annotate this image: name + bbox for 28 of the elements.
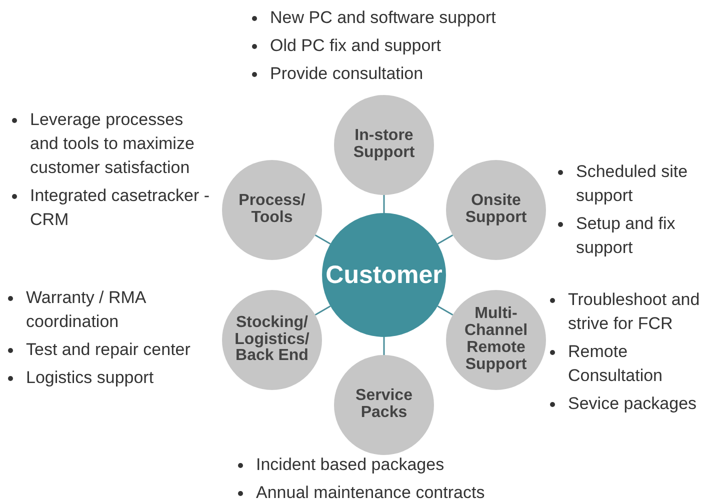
- circle-label: Service Packs: [354, 388, 414, 422]
- bullet-item: Setup and fix support: [576, 213, 676, 259]
- connector-line: [437, 305, 454, 316]
- bullet-item: Logistics support: [26, 367, 154, 389]
- bullet-item: Scheduled site support: [576, 161, 688, 207]
- bullet-item: Provide consultation: [270, 63, 424, 85]
- bullet-item: Sevice packages: [568, 393, 697, 415]
- bullet-item: Old PC fix and support: [270, 35, 442, 57]
- connector-line: [314, 234, 331, 245]
- circle-label: Multi-Channel Remote Support: [463, 306, 529, 374]
- bullet-item: Test and repair center: [26, 339, 190, 361]
- circle-label: Process/ Tools: [238, 193, 306, 227]
- connector-line: [383, 337, 385, 355]
- circle-label: Stocking/ Logistics/ Back End: [234, 314, 310, 366]
- bullet-item: Remote Consultation: [568, 341, 664, 387]
- bullet-item: Leverage processes and tools to maximize customer satisfaction: [30, 109, 196, 179]
- bullet-item: Troubleshoot and strive for FCR: [568, 289, 701, 335]
- connector-line: [314, 305, 331, 316]
- bullet-item: Warranty / RMA coordination: [26, 287, 147, 333]
- circle-label: Customer: [326, 262, 442, 288]
- bullet-item: Incident based packages: [256, 454, 444, 476]
- bullet-item: Annual maintenance contracts: [256, 482, 485, 500]
- connector-line: [437, 234, 454, 245]
- circle-label: Onsite Support: [464, 193, 528, 227]
- circle-label: In-store Support: [352, 128, 416, 162]
- connector-line: [383, 195, 385, 213]
- bullet-item: New PC and software support: [270, 7, 496, 29]
- bullet-item: Integrated casetracker - CRM: [30, 185, 211, 231]
